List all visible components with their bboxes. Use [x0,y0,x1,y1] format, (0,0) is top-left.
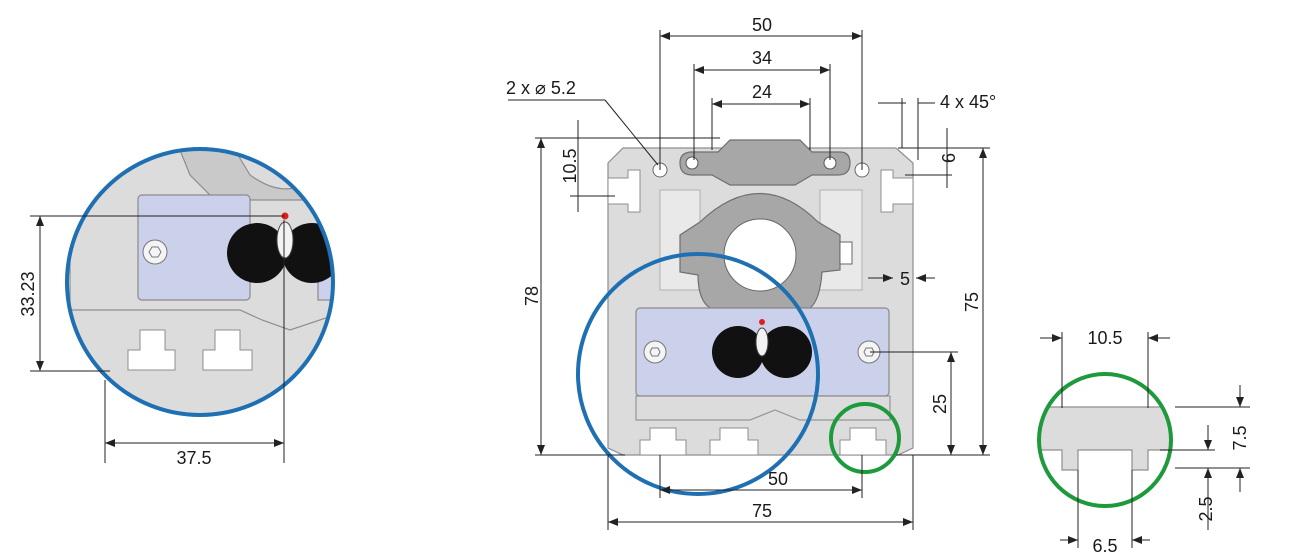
dim-slot-6-5: 6.5 [1092,536,1117,556]
dim-top-50: 50 [752,15,772,35]
dim-slot-7-5: 7.5 [1230,425,1250,450]
dim-75-bottom: 75 [752,501,772,521]
dim-slot-10-5: 10.5 [1087,328,1122,348]
dim-left-width: 37.5 [176,448,211,468]
detail-circle-blue [576,252,820,496]
roller [712,326,764,378]
roller [227,223,287,283]
dim-left-height: 33.23 [18,271,38,316]
dim-78: 78 [522,286,542,306]
red-marker [759,319,765,325]
bore [723,218,797,292]
dim-6: 6 [939,153,959,163]
detail-circle-green [829,402,901,474]
screw-icon [643,340,667,364]
top-clamp [679,139,851,186]
dim-50-bottom: 50 [768,469,788,489]
dim-top-24: 24 [752,82,772,102]
roller [760,326,812,378]
detail-circle-blue [65,147,335,417]
screw-icon [142,239,168,265]
dim-slot-2-5: 2.5 [1196,496,1216,521]
detail-circle-green [1037,372,1173,508]
dim-75-right: 75 [962,292,982,312]
dim-holes: 2 x ⌀ 5.2 [506,78,576,98]
left-detail-view: 33.23 37.5 [18,147,335,468]
dim-5: 5 [900,269,910,289]
dim-chamfer: 4 x 45° [940,92,996,112]
slot-detail-view: 10.5 7.5 2.5 6.5 [1037,328,1250,556]
main-profile-view: 50 34 24 2 x ⌀ 5.2 4 x 45° 6 10.5 [506,15,996,530]
dim-top-34: 34 [752,48,772,68]
dim-25: 25 [930,394,950,414]
dim-10-5: 10.5 [560,148,580,183]
